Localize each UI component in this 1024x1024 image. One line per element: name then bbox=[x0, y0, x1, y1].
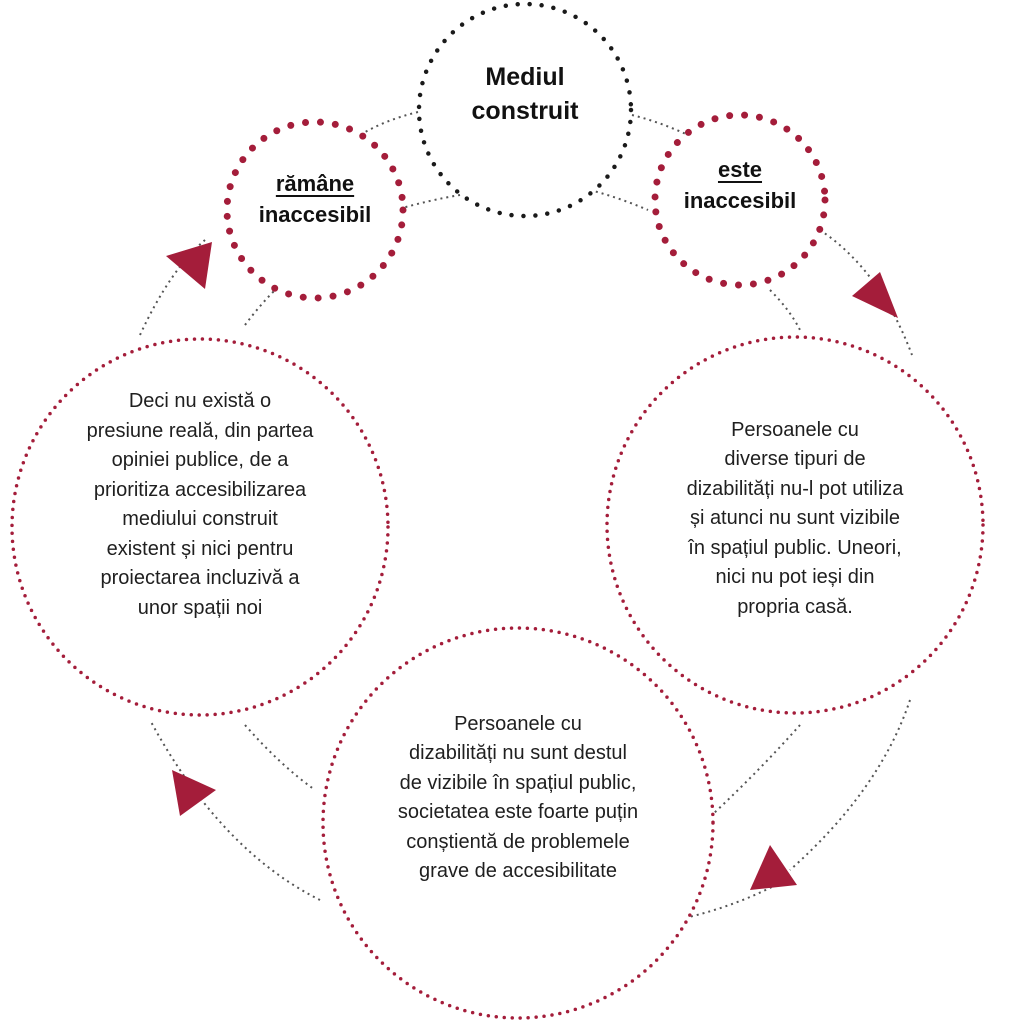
arrow-to-left-small-icon bbox=[166, 242, 212, 289]
arrow-to-bottom-big-icon bbox=[750, 845, 797, 890]
left-big-node-line: proiectarea incluzivă a bbox=[100, 567, 300, 589]
left-big-node-line: opiniei publice, de a bbox=[111, 449, 289, 471]
right-big-node-circle bbox=[605, 335, 985, 715]
left-big-node-line: prioritiza accesibilizarea bbox=[93, 478, 307, 501]
left-big-node-line: existent și nici pentru bbox=[106, 537, 294, 560]
left-big-node-circle bbox=[10, 337, 390, 717]
right-big-node-line: și atunci nu sunt vizibile bbox=[689, 507, 901, 530]
bottom-big-node-line: Persoanele cu bbox=[454, 712, 582, 735]
center-node-line-2: construit bbox=[471, 97, 579, 125]
bottom-big-node-line: societatea este foarte puțin bbox=[397, 801, 639, 823]
right-big-node-line: nici nu pot ieși din bbox=[715, 566, 875, 589]
arrows bbox=[166, 242, 898, 890]
left-big-node: Deci nu există o presiune reală, din par… bbox=[40, 385, 360, 625]
right-small-node-rest: inaccesibil bbox=[683, 188, 797, 213]
right-small-node: este inaccesibil bbox=[662, 152, 818, 218]
right-small-node-circle bbox=[651, 111, 829, 289]
connector-center-left-top bbox=[359, 111, 419, 136]
bottom-big-node-line: dizabilități nu sunt destul bbox=[409, 742, 627, 764]
connector-rightbig-bottom bbox=[789, 699, 911, 871]
left-big-node-line: mediului construit bbox=[122, 508, 278, 530]
connector-center-right-bottom bbox=[589, 189, 649, 211]
left-small-node-underlined: rămâne bbox=[275, 171, 355, 196]
center-node-line-1: Mediul bbox=[485, 63, 565, 91]
right-big-node-line: dizabilități nu-l pot utiliza bbox=[686, 477, 904, 500]
left-big-node-line: Deci nu există o bbox=[128, 390, 272, 412]
connector-rightbig-bottom-inner bbox=[711, 724, 801, 816]
connector-rightsmall-rightbig-inner bbox=[769, 289, 801, 331]
right-big-node-line: propria casă. bbox=[737, 595, 853, 618]
left-big-node-line: unor spații noi bbox=[137, 596, 263, 619]
left-small-node-rest: inaccesibil bbox=[258, 202, 372, 227]
bottom-big-node-line: grave de accesibilitate bbox=[419, 860, 617, 882]
right-big-node-line: diverse tipuri de bbox=[724, 448, 866, 471]
connector-center-right-top bbox=[631, 114, 689, 136]
bottom-big-node-line: de vizibile în spațiul public, bbox=[399, 771, 637, 794]
arrow-to-left-big-icon bbox=[172, 770, 216, 816]
left-small-node: rămâne inaccesibil bbox=[237, 166, 393, 232]
connector-leftbig-leftsmall-inner bbox=[244, 289, 276, 326]
right-big-node-line: Persoanele cu bbox=[731, 418, 859, 441]
center-node-circle bbox=[416, 1, 634, 219]
arrow-to-right-big-icon bbox=[852, 272, 898, 318]
right-big-node: Persoanele cu diverse tipuri de dizabili… bbox=[640, 413, 950, 625]
bottom-big-node-line: conștientă de problemele bbox=[406, 830, 630, 853]
connector-bottom-leftbig-inner bbox=[244, 724, 316, 791]
bottom-big-node-circle bbox=[321, 626, 715, 1020]
bottom-big-node: Persoanele cu dizabilități nu sunt destu… bbox=[338, 708, 698, 888]
right-small-node-underlined: este bbox=[717, 157, 763, 182]
left-small-node-circle bbox=[223, 118, 407, 302]
left-big-node-line: presiune reală, din partea bbox=[86, 419, 314, 442]
center-node: Mediul construit bbox=[425, 58, 625, 130]
right-big-node-line: în spațiul public. Uneori, bbox=[688, 536, 902, 559]
connector-bottom-leftbig bbox=[149, 719, 321, 901]
